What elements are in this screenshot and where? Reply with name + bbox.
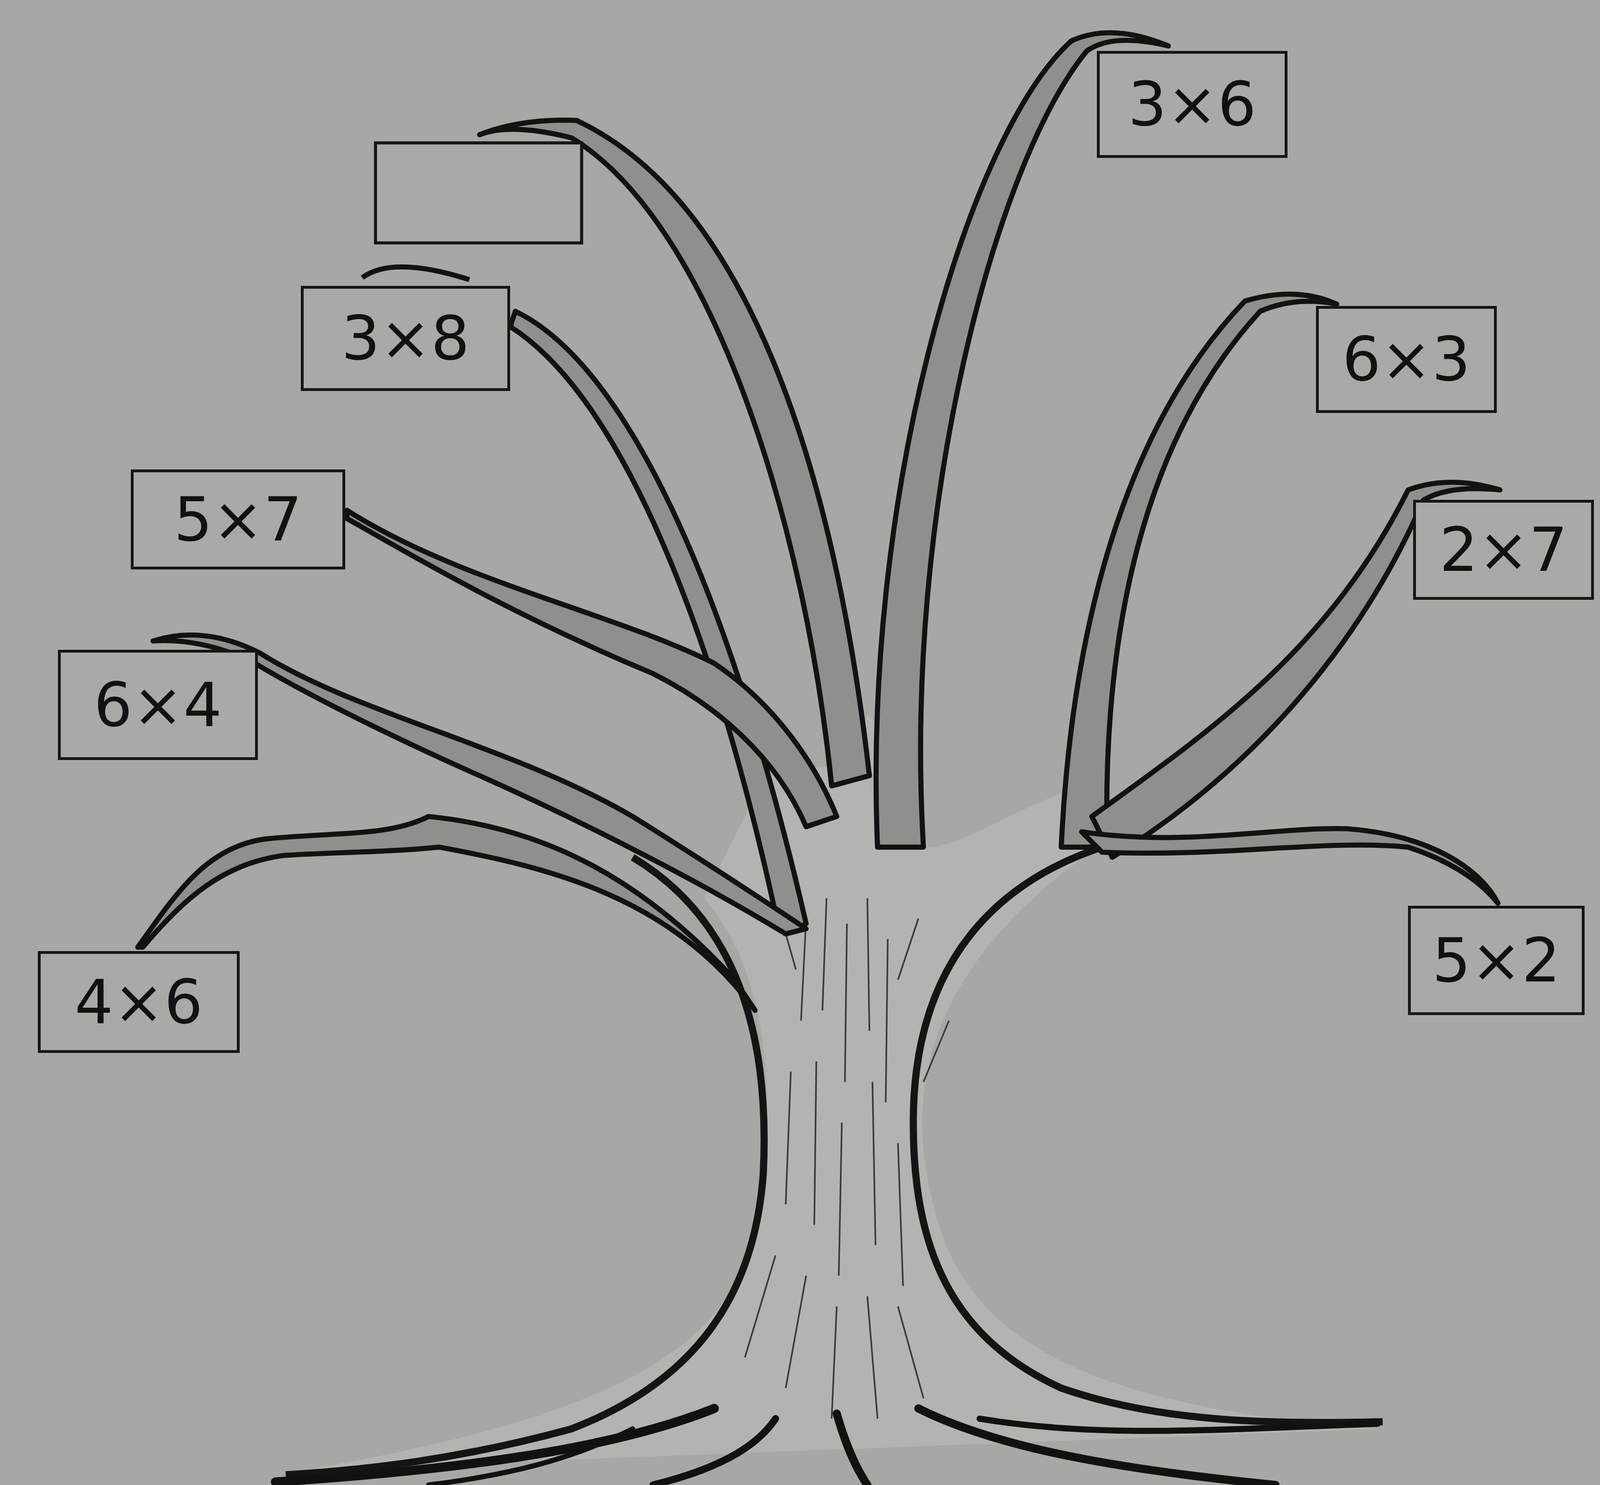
answer-box: 4×6 — [37, 951, 240, 1053]
branch — [1081, 828, 1498, 904]
multiplication-label: 6×3 — [1342, 326, 1471, 393]
answer-box: 6×4 — [57, 649, 258, 761]
answer-box: 3×6 — [1096, 50, 1288, 158]
answer-box: 6×3 — [1315, 305, 1497, 413]
multiplication-label: 3×8 — [341, 305, 470, 372]
multiplication-label: 3×6 — [1128, 71, 1257, 138]
answer-box: 5×7 — [130, 469, 346, 570]
answer-box: 2×7 — [1413, 499, 1594, 600]
multiplication-label: 5×2 — [1432, 927, 1561, 995]
trunk-right-edge — [913, 846, 1383, 1423]
bark-hatching — [745, 898, 950, 1419]
trunk-left-edge — [285, 857, 765, 1475]
answer-box: 5×2 — [1408, 905, 1585, 1016]
branch-hook — [362, 266, 470, 280]
multiplication-label: 2×7 — [1439, 516, 1568, 584]
multiplication-label: 5×7 — [173, 486, 302, 554]
multiplication-label: 6×4 — [93, 671, 222, 739]
empty-answer-box — [375, 142, 582, 243]
multiplication-label: 4×6 — [74, 968, 203, 1036]
answer-box: 3×8 — [300, 285, 511, 392]
branch — [347, 510, 837, 827]
roots — [275, 1408, 1378, 1485]
